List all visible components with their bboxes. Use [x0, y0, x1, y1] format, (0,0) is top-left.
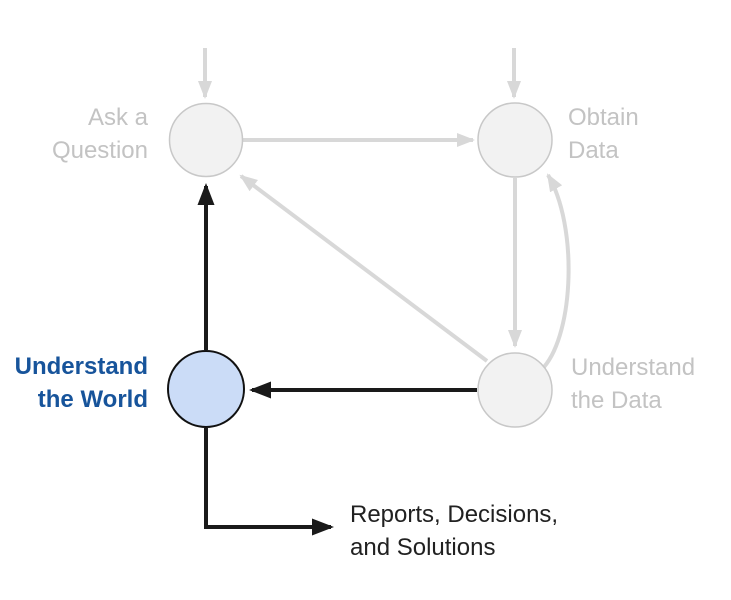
node-label-understand-data: Understand the Data [571, 354, 696, 414]
edge-understand-data-to-ask-question [239, 174, 489, 363]
edge-understand-data-to-obtain-data-curved [542, 173, 571, 369]
node-label-obtain-data: Obtain Data [568, 104, 639, 164]
node-ask-question-circle [168, 102, 244, 178]
output-label-reports-decisions-solutions: Reports, Decisions, and Solutions [350, 501, 559, 561]
edge-understand-world-to-reports [204, 428, 334, 536]
node-label-understand-world: Understand the World [14, 353, 148, 413]
node-understand-data-circle [477, 352, 553, 428]
node-understand-world-circle [167, 350, 245, 428]
active-edges [197, 183, 477, 536]
inactive-edges [198, 48, 571, 369]
node-obtain-data-circle [477, 102, 553, 178]
node-label-ask-question: Ask a Question [51, 104, 148, 164]
